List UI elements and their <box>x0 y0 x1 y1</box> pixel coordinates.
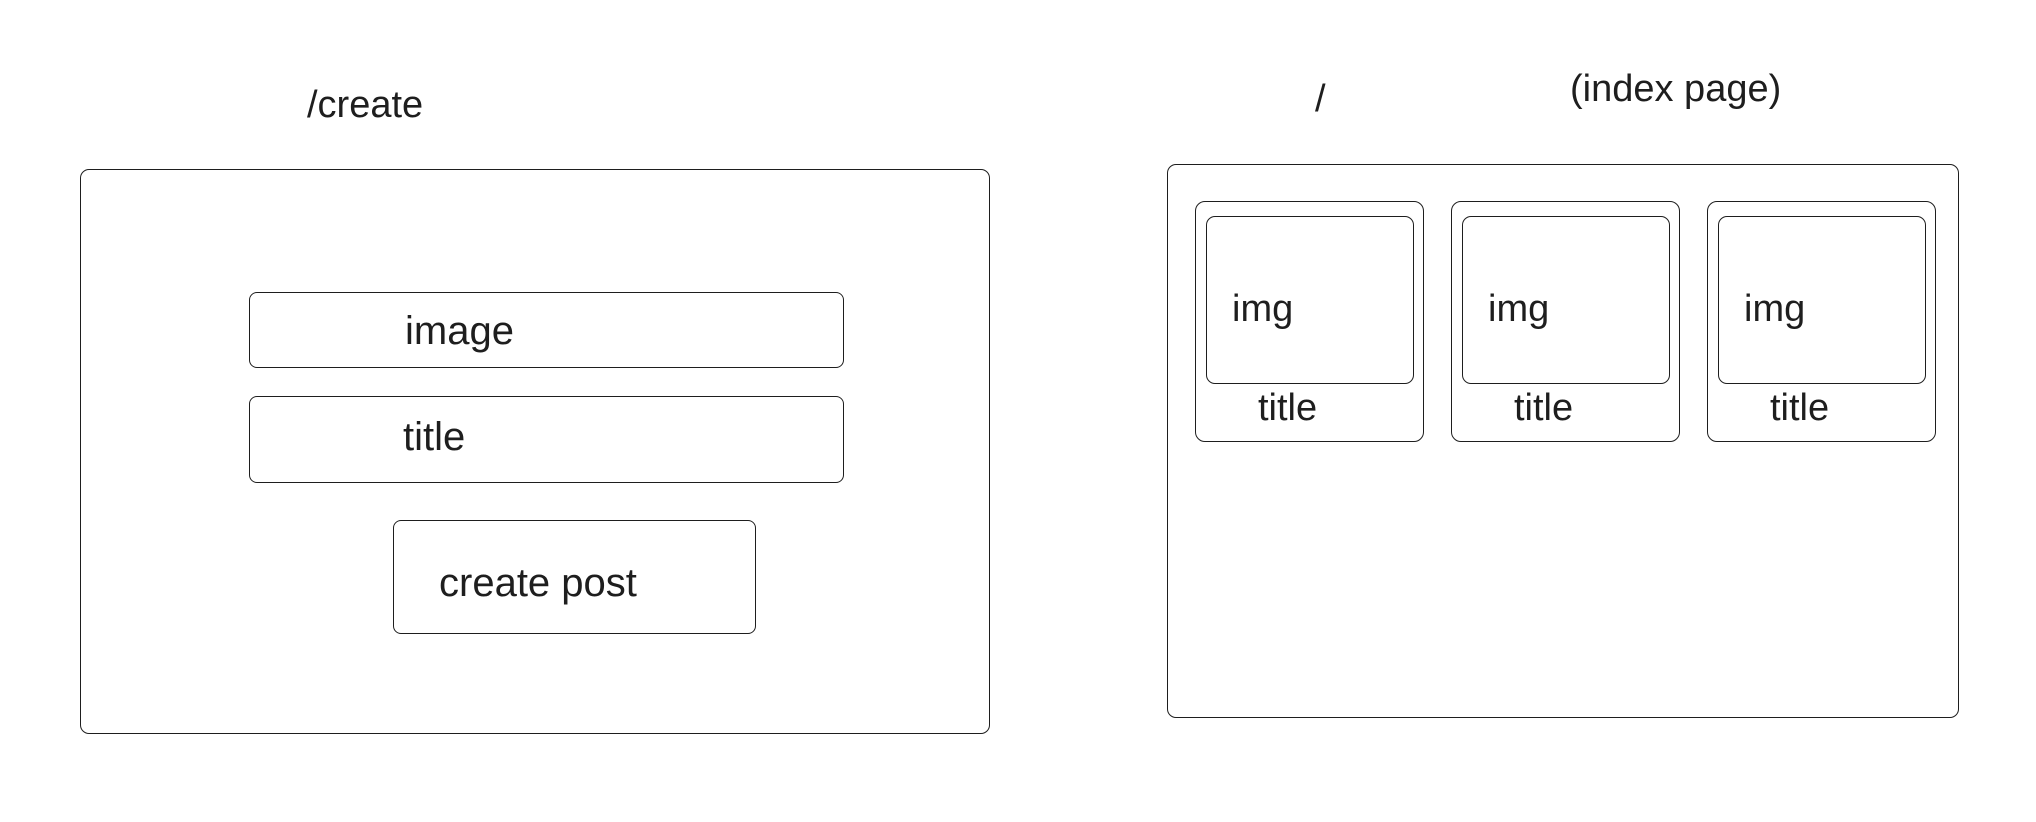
create-route-label: /create <box>307 84 424 126</box>
post-card-title: title <box>1514 387 1574 429</box>
post-card-image <box>1206 216 1414 384</box>
image-field-label: image <box>405 309 514 353</box>
post-card-img-label: img <box>1488 288 1550 330</box>
create-post-button-label: create post <box>439 561 637 605</box>
post-card[interactable]: img title <box>1707 201 1936 442</box>
create-page-frame: image title create post <box>80 169 990 734</box>
post-card-img-label: img <box>1744 288 1806 330</box>
image-field[interactable]: image <box>249 292 844 368</box>
index-route-label: / <box>1315 78 1326 120</box>
post-card-image <box>1718 216 1926 384</box>
post-card-image <box>1462 216 1670 384</box>
create-post-button[interactable]: create post <box>393 520 756 634</box>
post-card-title: title <box>1258 387 1318 429</box>
post-card-title: title <box>1770 387 1830 429</box>
title-field-label: title <box>403 415 466 459</box>
post-card-img-label: img <box>1232 288 1294 330</box>
post-card[interactable]: img title <box>1195 201 1424 442</box>
title-field[interactable]: title <box>249 396 844 483</box>
post-card[interactable]: img title <box>1451 201 1680 442</box>
index-page-frame <box>1167 164 1959 718</box>
index-page-label: (index page) <box>1570 68 1782 110</box>
